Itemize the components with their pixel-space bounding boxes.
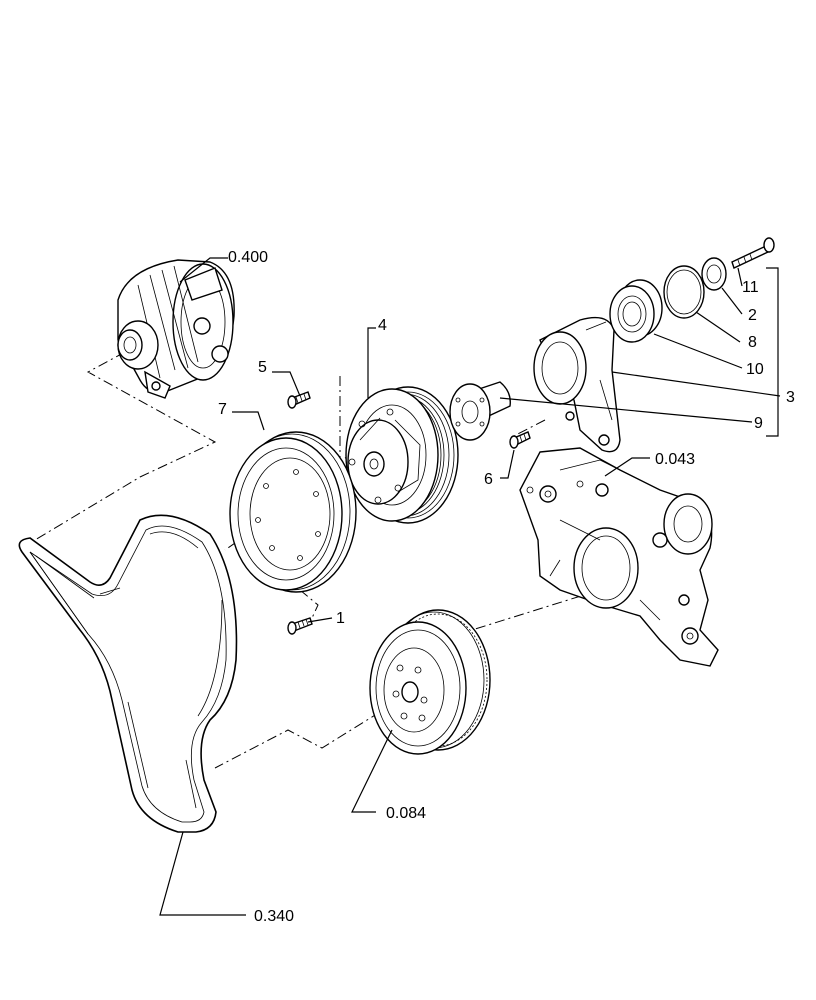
label-damper-7: 7	[218, 401, 227, 418]
bolt-11	[731, 237, 775, 269]
label-hub-9: 9	[754, 415, 763, 432]
label-belt: 0.340	[254, 908, 294, 925]
label-bracket-3: 3	[786, 389, 795, 406]
screw-5	[287, 391, 311, 409]
label-alternator: 0.400	[228, 249, 268, 266]
screw-6	[509, 431, 531, 449]
snap-ring-8	[663, 265, 705, 319]
washer-2	[701, 257, 727, 291]
label-screw-1: 1	[336, 610, 345, 627]
poly-v-belt	[18, 514, 238, 833]
pulley-4	[345, 386, 459, 524]
label-crank-pulley: 0.084	[386, 805, 426, 822]
label-screw-5: 5	[258, 359, 267, 376]
damper-7	[229, 431, 357, 593]
bearing-10	[609, 279, 663, 343]
front-cover	[519, 447, 719, 667]
label-screw-6: 6	[484, 471, 493, 488]
label-cover: 0.043	[655, 451, 695, 468]
screw-1	[287, 617, 313, 635]
leader-lines	[159, 257, 781, 916]
label-bearing-10: 10	[746, 361, 764, 378]
label-ring-8: 8	[748, 334, 757, 351]
label-washer-2: 2	[748, 307, 757, 324]
label-bolt-11: 11	[742, 279, 759, 296]
label-pulley-4: 4	[378, 317, 387, 334]
callout-labels: 0.400 5 4 7 1 0.340 0.084 6 0.043 9 3 10…	[218, 249, 795, 925]
hub-9	[449, 381, 511, 441]
crankshaft-pulley	[369, 609, 491, 755]
tensioner-bracket-3	[533, 316, 621, 453]
alternator	[117, 259, 235, 399]
